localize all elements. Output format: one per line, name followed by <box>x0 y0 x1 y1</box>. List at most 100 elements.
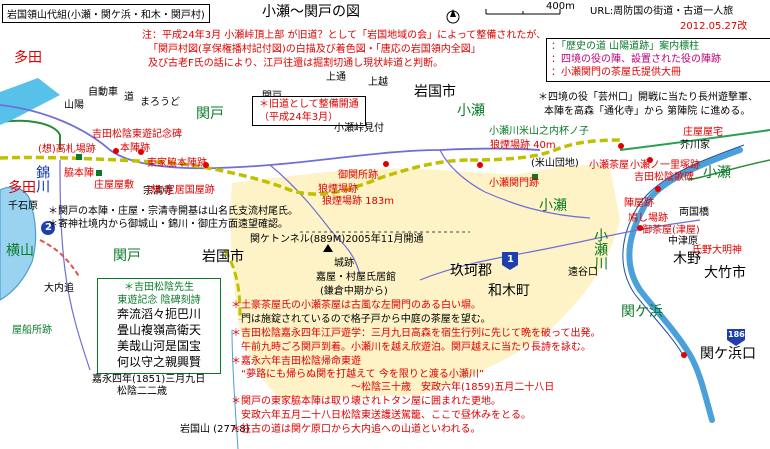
ann-koura: 脇本陣 <box>64 168 94 179</box>
ann-ezure: 芥川家 <box>680 140 710 151</box>
place-jidosha: 自動車 <box>88 87 118 98</box>
bottom-note-3: ＊吉田松陰嘉永四年江戸遊学：三月九日高森を宿生行列に先じて晩を破って出発。 <box>231 328 601 339</box>
poem-line-1: 奔流滔々扼巴川 <box>116 307 201 322</box>
coast-green <box>0 119 61 150</box>
route-186-number: 186 <box>728 330 745 339</box>
bottom-note-9: 安政六年五月二十八日松陰東送護送駕籠、ここで昼休みをとる。 <box>231 410 531 421</box>
poem-header-2: 東遊記念 陰碑刻詩 <box>117 295 201 307</box>
right-note-1: ＊四境の役「芸州口」開戦に当たり長州遊撃軍、 <box>538 92 758 103</box>
ann-yoshida-kahi: 吉田松陰歌碑 <box>634 172 694 183</box>
bottom-note-4: 午前九時ごろ関戸到着。小瀬川を越え欣遊泊。関戸越えに当たり長詩を詠む。 <box>231 342 591 353</box>
poem-line-4: 何以守之親興賢 <box>116 354 201 369</box>
ann-kose-yama: 狼煙場跡 40m <box>490 140 556 151</box>
bottom-note-10: ＊往古の道は関ケ原口から大内追への山道といわれる。 <box>231 424 481 435</box>
right-note-2: 本陣を高森「通化寺」から 第陣院 に進める。 <box>544 106 751 117</box>
poem-box: ＊吉田松陰先生 東遊記念 陰碑刻詩 奔流滔々扼巴川 畳山複嶺高衛天 美哉山河是国… <box>97 278 221 374</box>
place-kose-right: 小瀬 <box>703 165 731 181</box>
poem-line-2: 畳山複嶺高衛天 <box>116 323 201 338</box>
place-takayama: 上通 <box>326 72 346 83</box>
page-title: 小瀬〜関戸の図 <box>262 4 360 20</box>
place-michi: 道 <box>124 92 134 103</box>
scale-label: 400m <box>546 1 575 12</box>
place-iwakuni-mid: 岩国市 <box>202 249 244 265</box>
kanban-line-1: ＊旧道として整備開通 <box>259 99 359 110</box>
place-ohuchi: 大内追 <box>44 283 74 294</box>
place-sekigahama-2: 関ケ浜口 <box>700 346 756 362</box>
ann-chaya-yado: 嘉屋・村屋氏居館 <box>316 272 396 283</box>
place-yasuno: 屋船所跡 <box>12 325 52 336</box>
legend-item-2: ：四境の役の陣、設置された役の陣跡 <box>551 54 721 66</box>
group-label: 岩国領山代組(小瀬・関ケ浜・和木・関戸村) <box>7 10 205 21</box>
top-note-3: 及び古老F氏の話により、江戸往還は掘割切通し現状峠道と判断。 <box>148 58 444 69</box>
legend-item-3: ：小瀬関門の茶屋氏提供大冊 <box>551 67 681 79</box>
ann-honjin2: 宗清寺 <box>143 186 173 197</box>
place-kuga: 玖珂郡 <box>450 263 492 279</box>
ann-nurikabe: 狼煙場跡 <box>318 184 358 195</box>
route-1-number: 1 <box>507 254 514 265</box>
kose-river-outline <box>622 144 745 359</box>
group-box: 岩国領山代組(小瀬・関ケ浜・和木・関戸村) <box>2 4 210 23</box>
place-shimo: 岩国山 (277.8) <box>180 424 250 435</box>
place-sanyo: 山陽 <box>64 100 84 111</box>
coast-band <box>0 78 60 125</box>
ann-kose-noroshi: 狼煙場跡 183m <box>322 196 395 207</box>
top-note-1: 注：平成24年3月 小瀬峠頂上部 が旧道？として「岩国地域の会」によって整備され… <box>142 30 547 41</box>
ann-ujinomiya: 氏野大明神 <box>692 245 742 256</box>
poem-footer-1: 嘉永四年(1851)三月九日 <box>92 374 206 385</box>
place-kiya-upper: 中津原 <box>668 236 698 247</box>
legend-box: ：「歴史の道 山陽道跡」案内標柱 ：四境の役の陣、設置された役の陣跡 ：小瀬関門… <box>546 38 770 82</box>
ann-jinya: 陣屋跡 <box>624 198 654 209</box>
kose-river <box>626 147 743 423</box>
bottom-note-8: ＊関戸の東家脇本陣は取り壊されトタン屋に囲まれた更地。 <box>231 396 501 407</box>
old-road-yellow <box>0 155 471 196</box>
road-blue-4 <box>59 159 91 371</box>
compass-icon <box>446 9 460 24</box>
red-markers <box>113 143 687 358</box>
kose-left-note-1: ＊関戸の本陣・庄屋・宗清寺開基は山名氏支流村尾氏。 <box>48 206 298 217</box>
ann-mitsu-chaya: 御茶屋(津屋) <box>642 225 700 236</box>
place-waki: 和木町 <box>488 283 530 299</box>
bottom-note-2: 門は施錠されているので格子戸から中庭の茶屋を望む。 <box>231 314 491 325</box>
place-kose-mid: 小瀬 <box>539 198 567 214</box>
top-note-2: 「関戸村図(享保権播村記付図)の白描及び着色図・「唐応の岩国領内全図」 <box>148 44 481 55</box>
ann-kose-sukiya: 小瀬ノ一里塚跡 <box>630 160 700 171</box>
credit-label: URL:周防国の街道・古道一人旅 <box>590 6 734 17</box>
road-2 <box>39 239 81 279</box>
ann-kose-jiki: (米山団地) <box>531 158 579 169</box>
route-186-shield <box>727 329 745 346</box>
road-blue-3 <box>439 149 591 219</box>
ann-joka: 城跡 <box>334 258 354 269</box>
ann-kakumamushi: (想)高札場跡 <box>38 144 96 155</box>
nishiki-river <box>0 186 37 301</box>
river-bottom <box>231 329 239 449</box>
scale-bar <box>485 9 561 15</box>
kanban-line-2: （平成24年3月） <box>259 112 339 124</box>
place-otake: 大竹市 <box>704 265 746 281</box>
old-road-yellow-2 <box>469 138 621 162</box>
castle-icon <box>323 244 333 252</box>
place-iwakuni-top: 岩国市 <box>414 84 456 100</box>
place-seki-top: 関戸 <box>196 106 224 122</box>
bottom-note-6: “夢路にも帰らぬ関を打越えて 今を限りと渡る小瀬川” <box>231 369 485 380</box>
old-road-yellow-3 <box>223 249 242 321</box>
legend-item-1: ：「歴史の道 山陽道跡」案内標柱 <box>551 41 700 52</box>
kose-left-note-2: ＊寄神社境内から御城山・錦川・御庄方面遠望確認。 <box>48 219 288 230</box>
ann-honjin: 本陣跡 <box>120 143 150 154</box>
ann-shoya: 庄屋屋敷 <box>94 180 134 191</box>
road-green-east <box>619 129 770 151</box>
ann-hakuroku: 鳩し場跡 <box>628 213 668 224</box>
poem-line-3: 美哉山河是国宝 <box>116 339 201 354</box>
coast-right <box>687 159 770 181</box>
ann-kose-suzuke: 小瀬関門跡 <box>489 178 539 189</box>
place-kosehama: 上越 <box>368 77 388 88</box>
ann-tunnel: 関ケトンネル(889M)2005年11月開通 <box>250 234 424 245</box>
place-ryo: 両国橋 <box>679 207 709 218</box>
ann-osame: 御関所跡 <box>338 170 378 181</box>
ann-sekimon-chaya: 小瀬茶屋 <box>589 160 629 171</box>
poem-header-1: ＊吉田松陰先生 <box>124 282 194 293</box>
place-marugo: まろうど <box>140 97 180 108</box>
bottom-note-7: 〜松陰三十歳 安政六年(1859)五月二十八日 <box>231 382 555 393</box>
place-kose-top: 小瀬 <box>457 103 485 119</box>
